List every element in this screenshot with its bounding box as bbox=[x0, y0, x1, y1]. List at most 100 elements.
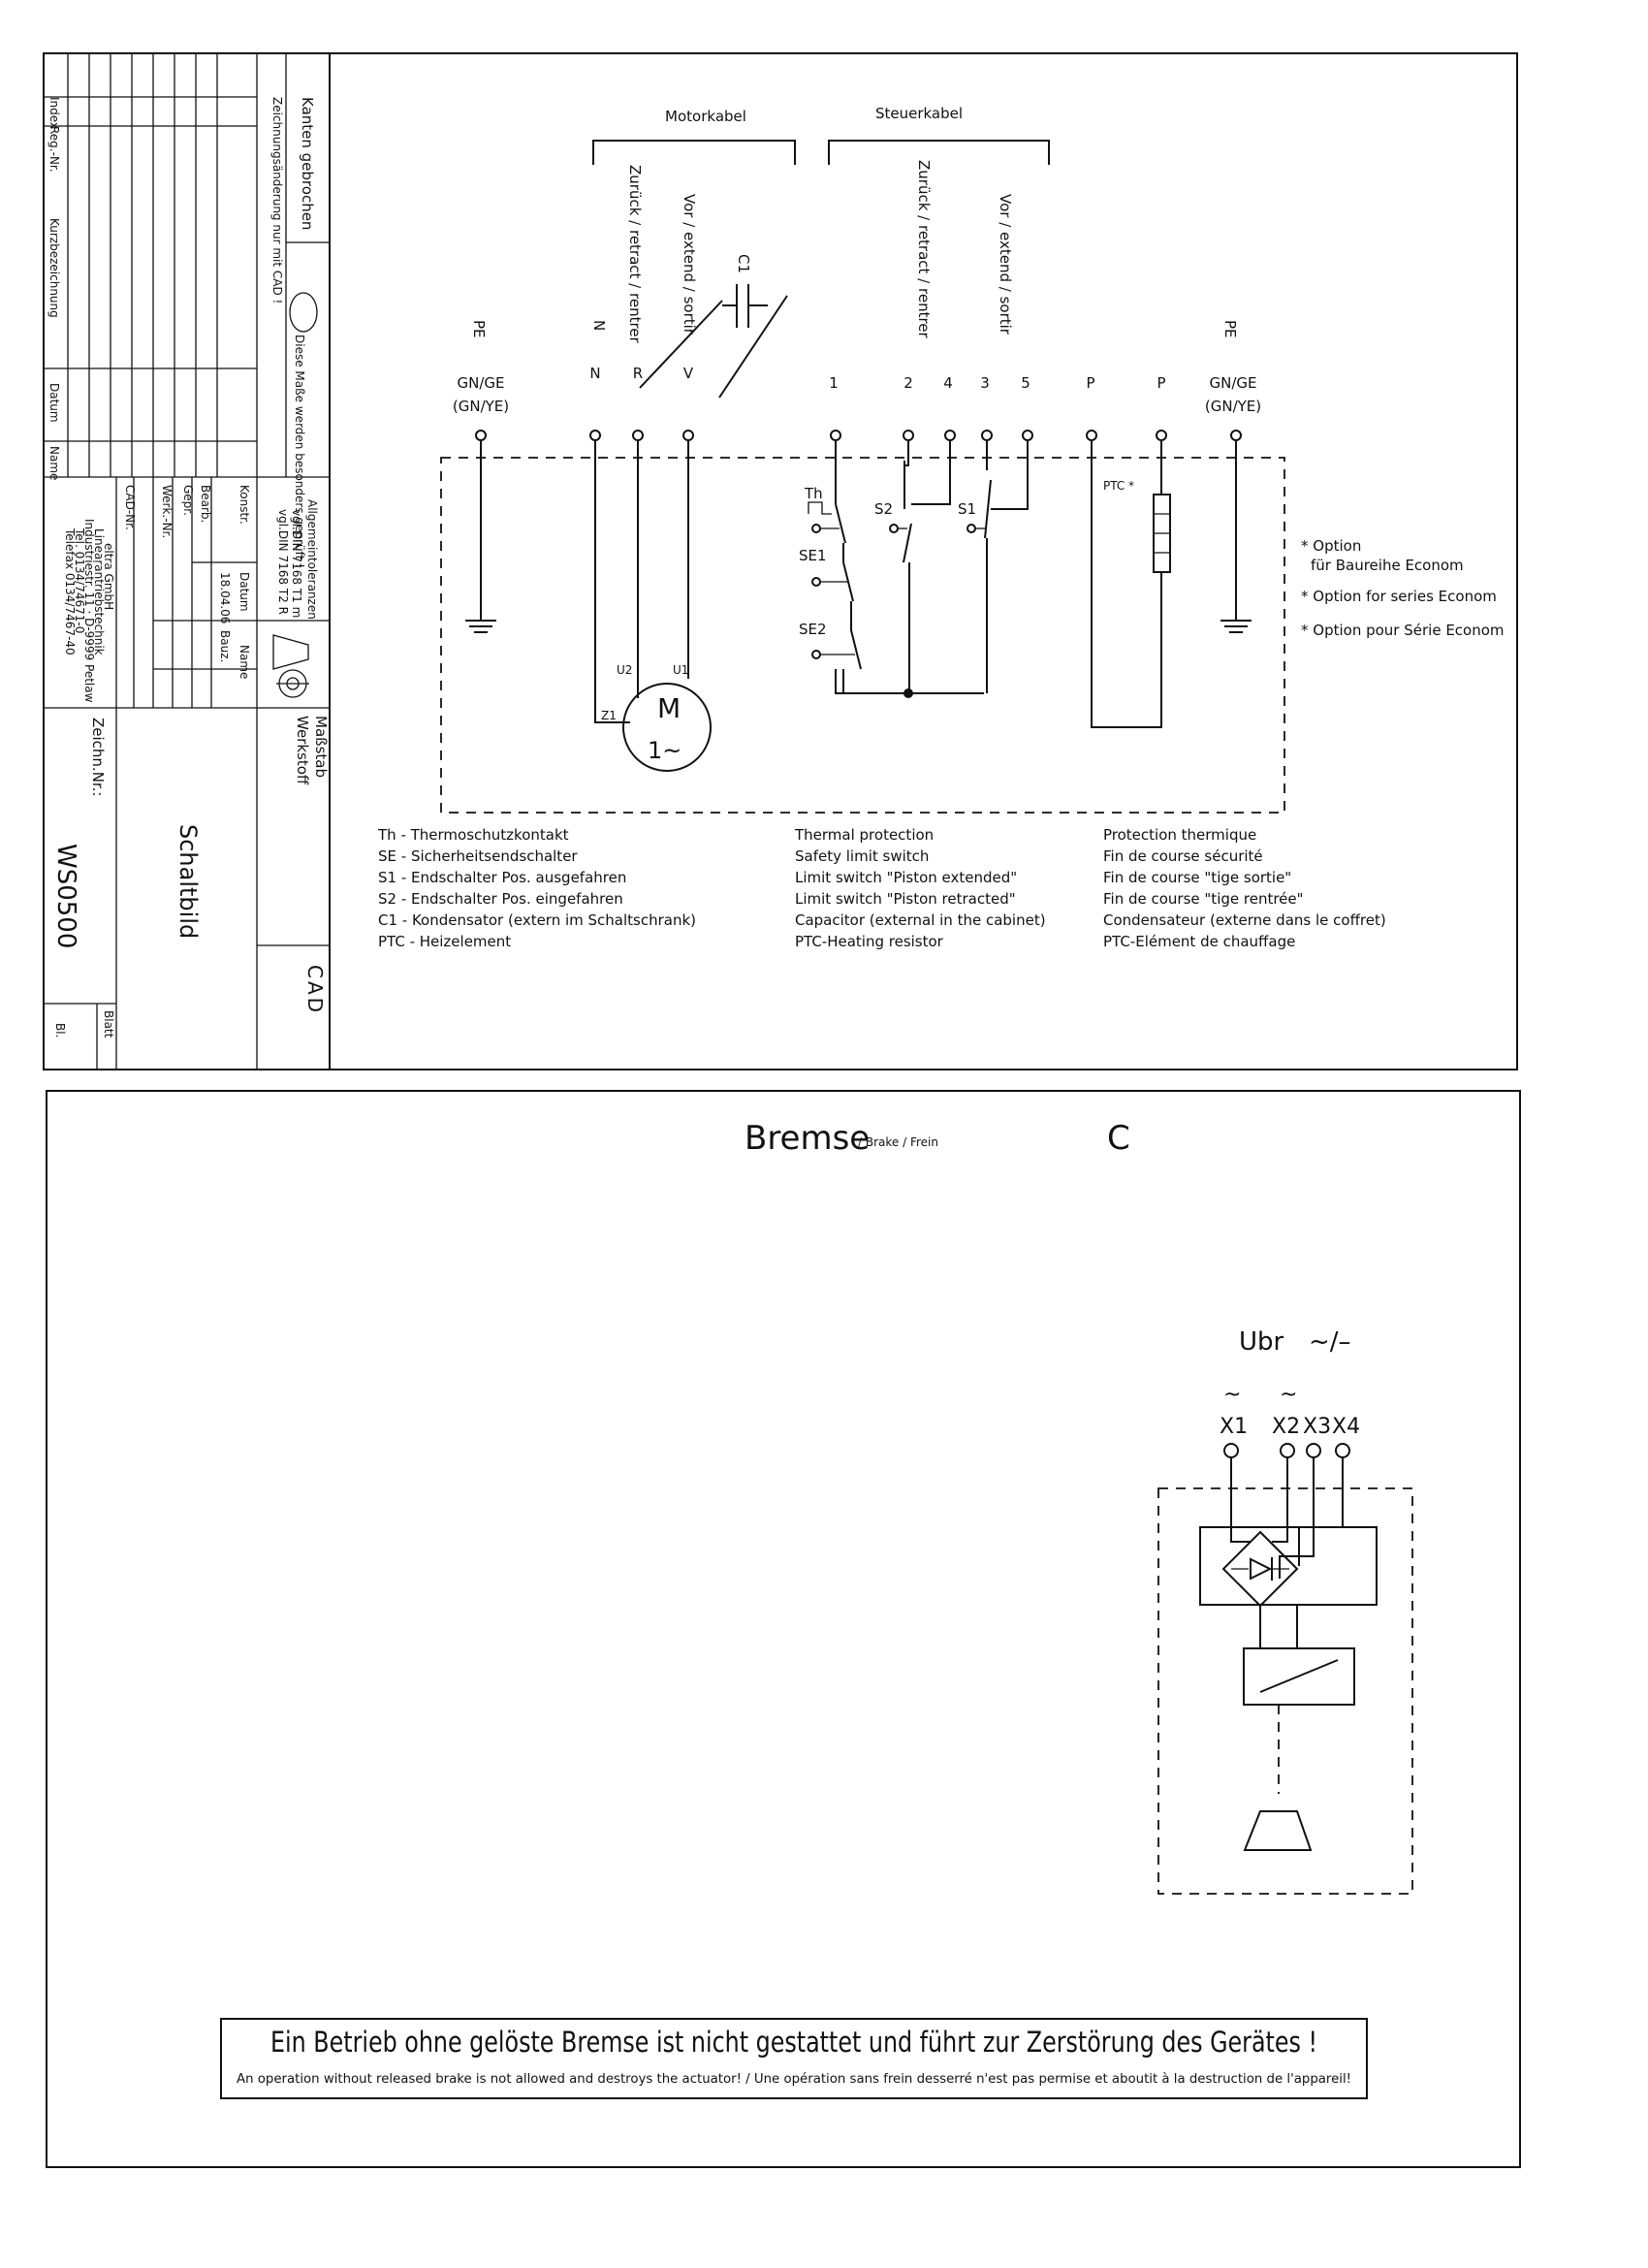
col-index: Index bbox=[48, 97, 61, 129]
legend-fr-c1: Condensateur (externe dans le coffret) bbox=[1103, 911, 1386, 929]
company-line-1: eltra GmbH bbox=[102, 543, 115, 610]
name-label: Name bbox=[238, 645, 251, 679]
ground-right-icon bbox=[1220, 440, 1252, 633]
role-konstr: Konstr. bbox=[238, 485, 251, 525]
option-line-3: * Option for series Econom bbox=[1301, 588, 1497, 605]
terminal-2: 2 bbox=[903, 374, 913, 392]
din-1: vgl.DIN 7168 T1 m bbox=[290, 509, 303, 618]
vor-motor-label: Vor / extend / sortir bbox=[681, 194, 698, 335]
warning-english-french: An operation without released brake is n… bbox=[237, 2072, 1351, 2087]
coil-diagonal bbox=[1259, 1659, 1339, 1693]
legend-de-se: SE - Sicherheitsendschalter bbox=[378, 847, 578, 865]
kanten-gebrochen: Kanten gebrochen bbox=[299, 97, 316, 230]
terminal-4: 4 bbox=[943, 374, 953, 392]
col-name: Name bbox=[48, 446, 61, 480]
masse-note: Diese Maße werden besonders geprüft ! bbox=[293, 335, 306, 568]
din-2: vgl.DIN 7168 T2 R bbox=[276, 509, 290, 615]
s1-label: S1 bbox=[958, 500, 976, 518]
legend-de-th: Th - Thermoschutzkontakt bbox=[377, 826, 569, 844]
role-gepr: Gepr. bbox=[181, 485, 195, 516]
u2-label: U2 bbox=[617, 663, 632, 677]
motor-symbol: M 1~ U2 U1 Z1 bbox=[601, 663, 712, 772]
warning-german: Ein Betrieb ohne gelöste Bremse ist nich… bbox=[270, 2026, 1317, 2059]
legend-en-s1: Limit switch "Piston extended" bbox=[795, 869, 1017, 886]
legend-de-s2: S2 - Endschalter Pos. eingefahren bbox=[378, 890, 623, 908]
diagram-name: Schaltbild bbox=[174, 824, 202, 939]
company-line-5: Telefax 0134/7467-40 bbox=[63, 527, 77, 655]
allgemeintoleranzen: Allgemeintoleranzen bbox=[305, 499, 319, 620]
gnye-right-label: (GN/YE) bbox=[1205, 398, 1261, 415]
col-kurzbezeichnung: Kurzbezeichnung bbox=[48, 218, 61, 318]
cad-logo: CAD bbox=[303, 965, 327, 1015]
terminal-p2: P bbox=[1157, 374, 1165, 392]
option-line-4: * Option pour Série Econom bbox=[1301, 622, 1505, 639]
terminal-x4-circle bbox=[1335, 1443, 1350, 1458]
pe-right-label: PE bbox=[1221, 320, 1239, 338]
option-line-2: für Baureihe Econom bbox=[1311, 557, 1464, 574]
terminal-n-vertical: N bbox=[590, 320, 608, 331]
ubr-label: Ubr bbox=[1239, 1327, 1284, 1357]
motor-enclosure bbox=[440, 457, 1285, 814]
werkstoff-label: Werkstoff bbox=[294, 716, 311, 785]
company-line-3: Industriestr. 11 · D-9999 Petlaw bbox=[82, 519, 96, 703]
ground-left-icon bbox=[465, 440, 496, 633]
legend-fr-s2: Fin de course "tige rentrée" bbox=[1103, 890, 1304, 908]
brake-wiring bbox=[1230, 1457, 1344, 1794]
bl-label: Bl. bbox=[53, 1023, 67, 1038]
legend-de-s1: S1 - Endschalter Pos. ausgefahren bbox=[378, 869, 626, 886]
control-wiring bbox=[808, 440, 1171, 728]
th-label: Th bbox=[804, 485, 823, 502]
legend-en-th: Thermal protection bbox=[794, 826, 934, 844]
company-line-4: Tel. 0134/74671-0 bbox=[73, 527, 86, 633]
gnge-left-label: GN/GE bbox=[458, 374, 505, 392]
rectifier-diode-icon bbox=[1221, 1530, 1299, 1608]
datum-value: 18.04.06 bbox=[218, 572, 232, 623]
ubr-symbol: ~/– bbox=[1309, 1327, 1351, 1357]
tilde-x1: ~ bbox=[1223, 1383, 1241, 1407]
projection-symbol bbox=[272, 634, 309, 698]
terminal-x2-circle bbox=[1280, 1443, 1295, 1458]
capacitor-c1 bbox=[639, 284, 788, 399]
legend-fr-th: Protection thermique bbox=[1103, 826, 1256, 844]
legend-de-c1: C1 - Kondensator (extern im Schaltschran… bbox=[378, 911, 696, 929]
title-block: Index Reg.-Nr. Kurzbezeichnung Datum Nam… bbox=[44, 53, 331, 1070]
terminal-x3-circle bbox=[1306, 1443, 1321, 1458]
brake-pad-icon bbox=[1243, 1810, 1313, 1851]
role-werknr: Werk.-Nr. bbox=[160, 485, 174, 538]
terminal-n: N bbox=[589, 365, 600, 382]
legend: Th - Thermoschutzkontakt SE - Sicherheit… bbox=[377, 826, 1386, 950]
terminal-x1-circle bbox=[1223, 1443, 1239, 1458]
brake-enclosure bbox=[1157, 1487, 1413, 1895]
terminal-x4: X4 bbox=[1332, 1415, 1360, 1439]
motorkabel-label: Motorkabel bbox=[665, 108, 746, 125]
motor-phase-label: 1~ bbox=[648, 737, 681, 764]
company-line-2: Linearantriebstechnik bbox=[92, 528, 106, 655]
vor-steuer-label: Vor / extend / sortir bbox=[997, 194, 1014, 335]
c1-label: C1 bbox=[735, 254, 752, 273]
terminal-5: 5 bbox=[1021, 374, 1030, 392]
brake-schematic: Bremse / Brake / Frein C Ubr ~/– ~ ~ X1 … bbox=[745, 1119, 1413, 1895]
brake-title: Bremse bbox=[745, 1119, 870, 1158]
col-regnr: Reg.-Nr. bbox=[48, 126, 61, 173]
terminal-x3: X3 bbox=[1303, 1415, 1331, 1439]
terminal-p1: P bbox=[1086, 374, 1094, 392]
datum-label: Datum bbox=[238, 572, 251, 612]
zeichnr-label: Zeichn.Nr.: bbox=[89, 718, 107, 797]
legend-en-c1: Capacitor (external in the cabinet) bbox=[795, 911, 1046, 929]
tilde-x2: ~ bbox=[1280, 1383, 1297, 1407]
brake-coil bbox=[1243, 1647, 1355, 1706]
legend-en-ptc: PTC-Heating resistor bbox=[795, 933, 944, 950]
gnye-left-label: (GN/YE) bbox=[453, 398, 509, 415]
pe-left-label: PE bbox=[470, 320, 488, 338]
legend-en-s2: Limit switch "Piston retracted" bbox=[795, 890, 1016, 908]
warning-box bbox=[220, 2018, 1368, 2099]
z1-label: Z1 bbox=[601, 709, 617, 722]
terminal-1: 1 bbox=[829, 374, 839, 392]
brake-letter: C bbox=[1107, 1119, 1130, 1158]
legend-fr-s1: Fin de course "tige sortie" bbox=[1103, 869, 1291, 886]
motor-schematic: Motorkabel Steuerkabel Zurück / retract … bbox=[440, 105, 1505, 814]
motor-m-label: M bbox=[657, 692, 681, 724]
steuerkabel-label: Steuerkabel bbox=[875, 105, 963, 122]
masse-oval-symbol bbox=[289, 292, 318, 333]
